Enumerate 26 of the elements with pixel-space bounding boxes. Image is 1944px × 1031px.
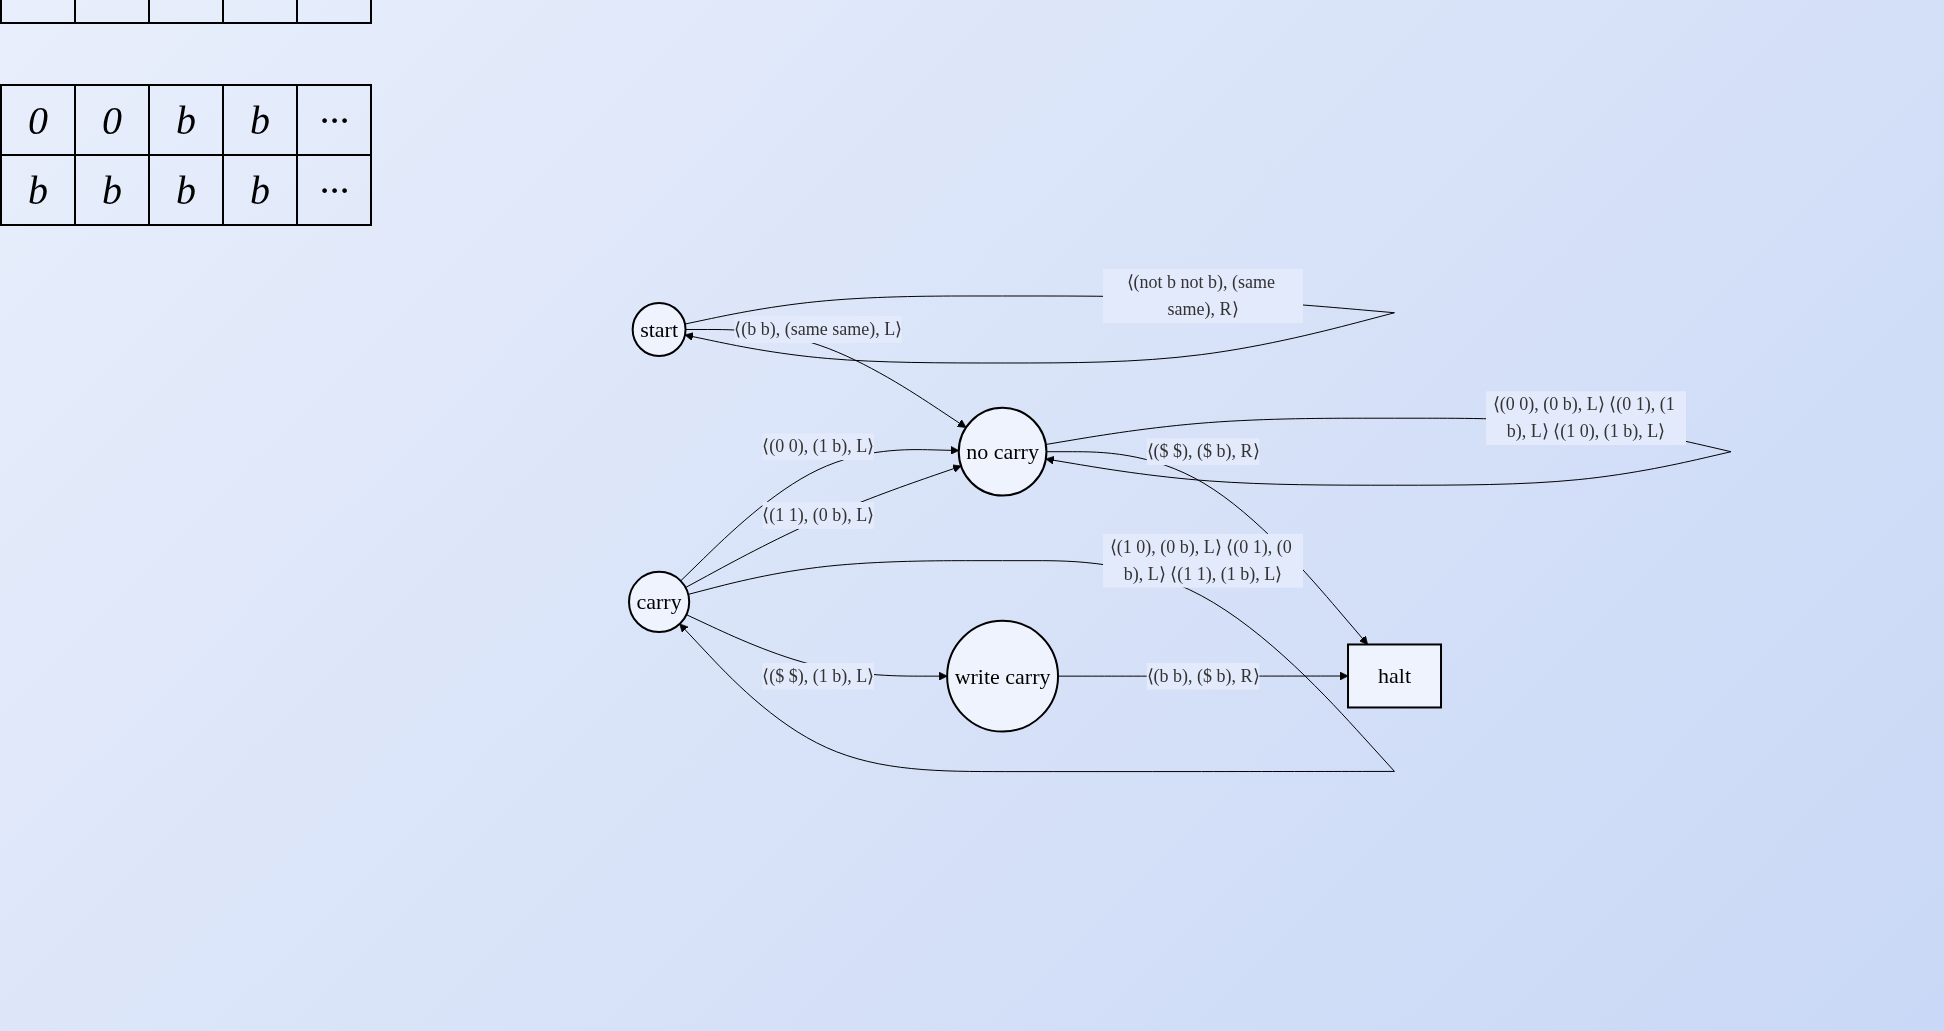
edge-label: ⟨(1 0), (0 b), L⟩ ⟨(0 1), (0 b), L⟩ ⟨(1 1), (1 b), L⟩ [1109,536,1292,584]
edge-label: ⟨(0 0), (0 b), L⟩ ⟨(0 1), (1 b), L⟩ ⟨(1 0), (1 b), L⟩ [1492,393,1675,441]
node-circle: start [631,301,687,357]
arrow [679,559,1395,772]
table-cell: ··· [297,155,371,225]
table-cell: b [149,155,223,225]
table-cell: b [75,155,149,225]
table-cell: 0 [75,85,149,155]
edge-label: ⟨($ $), ($ b), R⟩ [1146,440,1260,461]
edge-label: ⟨(1 1), (0 b), L⟩ [762,504,875,525]
node-circle: carry [627,570,691,633]
node-circle: no carry [957,406,1048,497]
table-cell: b [1,155,75,225]
edge-label: ⟨(0 0), (1 b), L⟩ [762,436,875,457]
node-circle: write carry [946,619,1059,733]
table-cell: b [223,85,297,155]
edge-label: ⟨(b b), ($ b), R⟩ [1146,665,1260,686]
table-cell: b [149,85,223,155]
edge-label: ⟨($ $), (1 b), L⟩ [762,665,875,686]
node-box: halt [1346,643,1442,709]
table-cell: ··· [297,85,371,155]
table-cell: 0 [1,85,75,155]
edge-label: ⟨(not b not b), (same same), R⟩ [1126,271,1275,319]
edge-label: ⟨(b b), (same same), L⟩ [734,318,903,339]
table-cell: b [223,155,297,225]
arrow [684,464,962,588]
